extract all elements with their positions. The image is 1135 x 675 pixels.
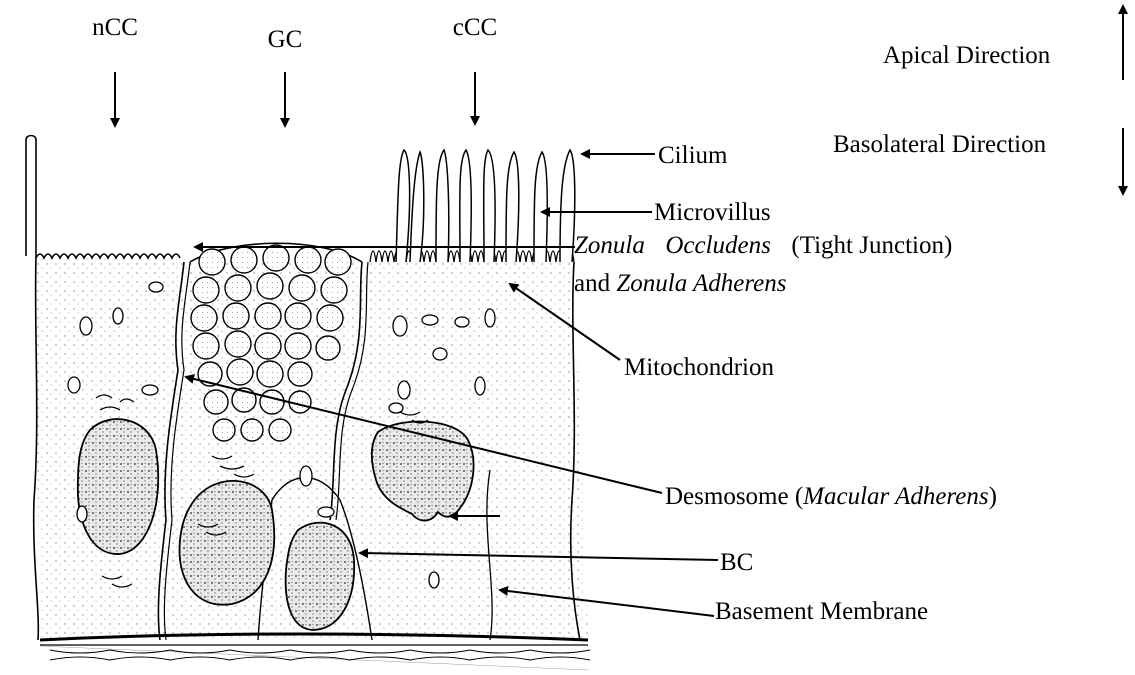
cilia (396, 150, 575, 262)
ncc-label: nCC (80, 14, 150, 42)
junction-italic-adherens: Zonula Adherens (616, 270, 786, 297)
cell-arrows (115, 72, 475, 126)
basement-membrane-label: Basement Membrane (715, 598, 928, 626)
junction-italic-a: Zonula (574, 232, 645, 259)
basolateral-direction-label: Basolateral Direction (833, 131, 1046, 159)
junction-rest: (Tight Junction) (791, 232, 952, 259)
apical-direction-label: Apical Direction (883, 42, 1050, 70)
junction-label-line2: and Zonula Adherens (574, 270, 787, 298)
desmosome-suffix: ) (989, 483, 997, 510)
junction-prefix: and (574, 270, 616, 297)
bc-label: BC (720, 549, 753, 577)
desmosome-label: Desmosome (Macular Adherens) (665, 483, 997, 511)
mitochondrion-label: Mitochondrion (624, 354, 774, 382)
microvillus-label: Microvillus (654, 199, 771, 227)
junction-label-line1: Zonula Occludens (Tight Junction) (574, 232, 952, 260)
gc-label: GC (250, 26, 320, 54)
desmosome-prefix: Desmosome ( (665, 483, 803, 510)
junction-italic-b: Occludens (665, 232, 771, 259)
desmosome-italic: Macular Adherens (803, 483, 988, 510)
ccc-label: cCC (440, 14, 510, 42)
cilium-label: Cilium (658, 142, 727, 170)
